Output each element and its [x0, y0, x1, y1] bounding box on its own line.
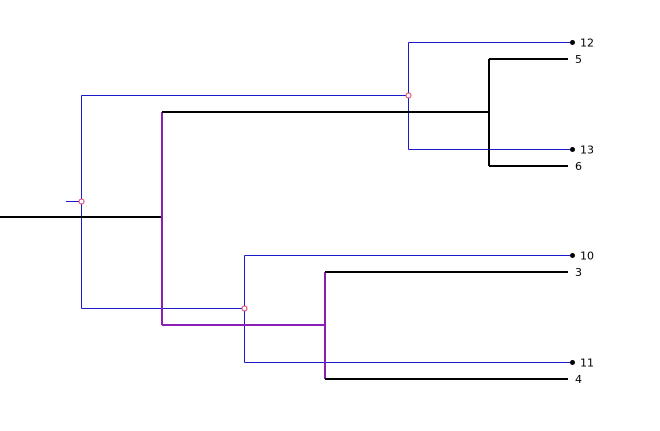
tree-b: [0, 58, 568, 380]
tree-a: [66, 42, 572, 363]
leaf-dot-11: [570, 360, 575, 365]
tree-a-leaf-dots: [570, 40, 575, 365]
leaf-label-12: 12: [580, 37, 594, 50]
leaf-dot-12: [570, 40, 575, 45]
leaf-dot-10: [570, 253, 575, 258]
leaf-label-3: 3: [575, 266, 582, 279]
leaf-label-10: 10: [580, 250, 594, 263]
leaf-label-5: 5: [575, 53, 582, 66]
node-marker-upper[interactable]: [405, 92, 412, 99]
node-marker-lower[interactable]: [241, 305, 248, 312]
leaf-label-11: 11: [580, 357, 594, 370]
leaf-label-6: 6: [575, 160, 582, 173]
leaf-label-4: 4: [575, 373, 582, 386]
tree-a-node-markers: [78, 92, 412, 312]
leaf-dot-13: [570, 147, 575, 152]
leaf-label-13: 13: [580, 144, 594, 157]
leaf-labels: 12 5 13 6 10 3 11 4: [575, 37, 594, 387]
node-marker-root[interactable]: [78, 198, 85, 205]
